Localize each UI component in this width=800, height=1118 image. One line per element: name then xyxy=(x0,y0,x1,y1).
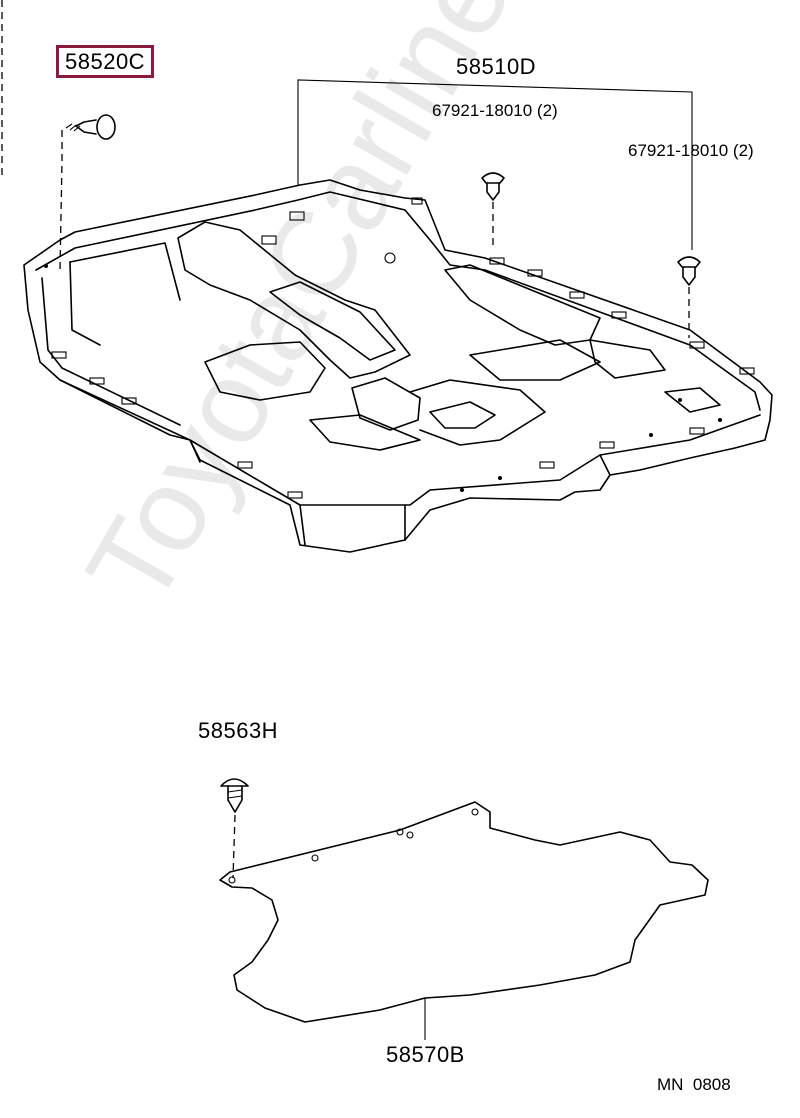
clip-fastener-2[interactable] xyxy=(677,256,701,338)
part-label-clip-left[interactable]: 67921-18010 (2) xyxy=(432,101,558,120)
part-label-clip-right[interactable]: 67921-18010 (2) xyxy=(628,141,754,160)
plug-58520C[interactable] xyxy=(59,114,116,271)
leader-58510D xyxy=(297,79,693,250)
floor-pad-58570B[interactable] xyxy=(219,801,709,1040)
screw-58563H[interactable] xyxy=(220,778,249,879)
clip-fastener-1[interactable] xyxy=(481,172,505,250)
part-label-58520C[interactable]: 58520C xyxy=(56,45,155,78)
part-label-58570B[interactable]: 58570B xyxy=(386,1042,465,1067)
floor-carpet-58510D[interactable] xyxy=(23,179,773,553)
part-label-58563H[interactable]: 58563H xyxy=(198,718,279,743)
diagram-code: MN 0808 xyxy=(657,1075,731,1094)
part-label-58510D[interactable]: 58510D xyxy=(456,54,537,79)
